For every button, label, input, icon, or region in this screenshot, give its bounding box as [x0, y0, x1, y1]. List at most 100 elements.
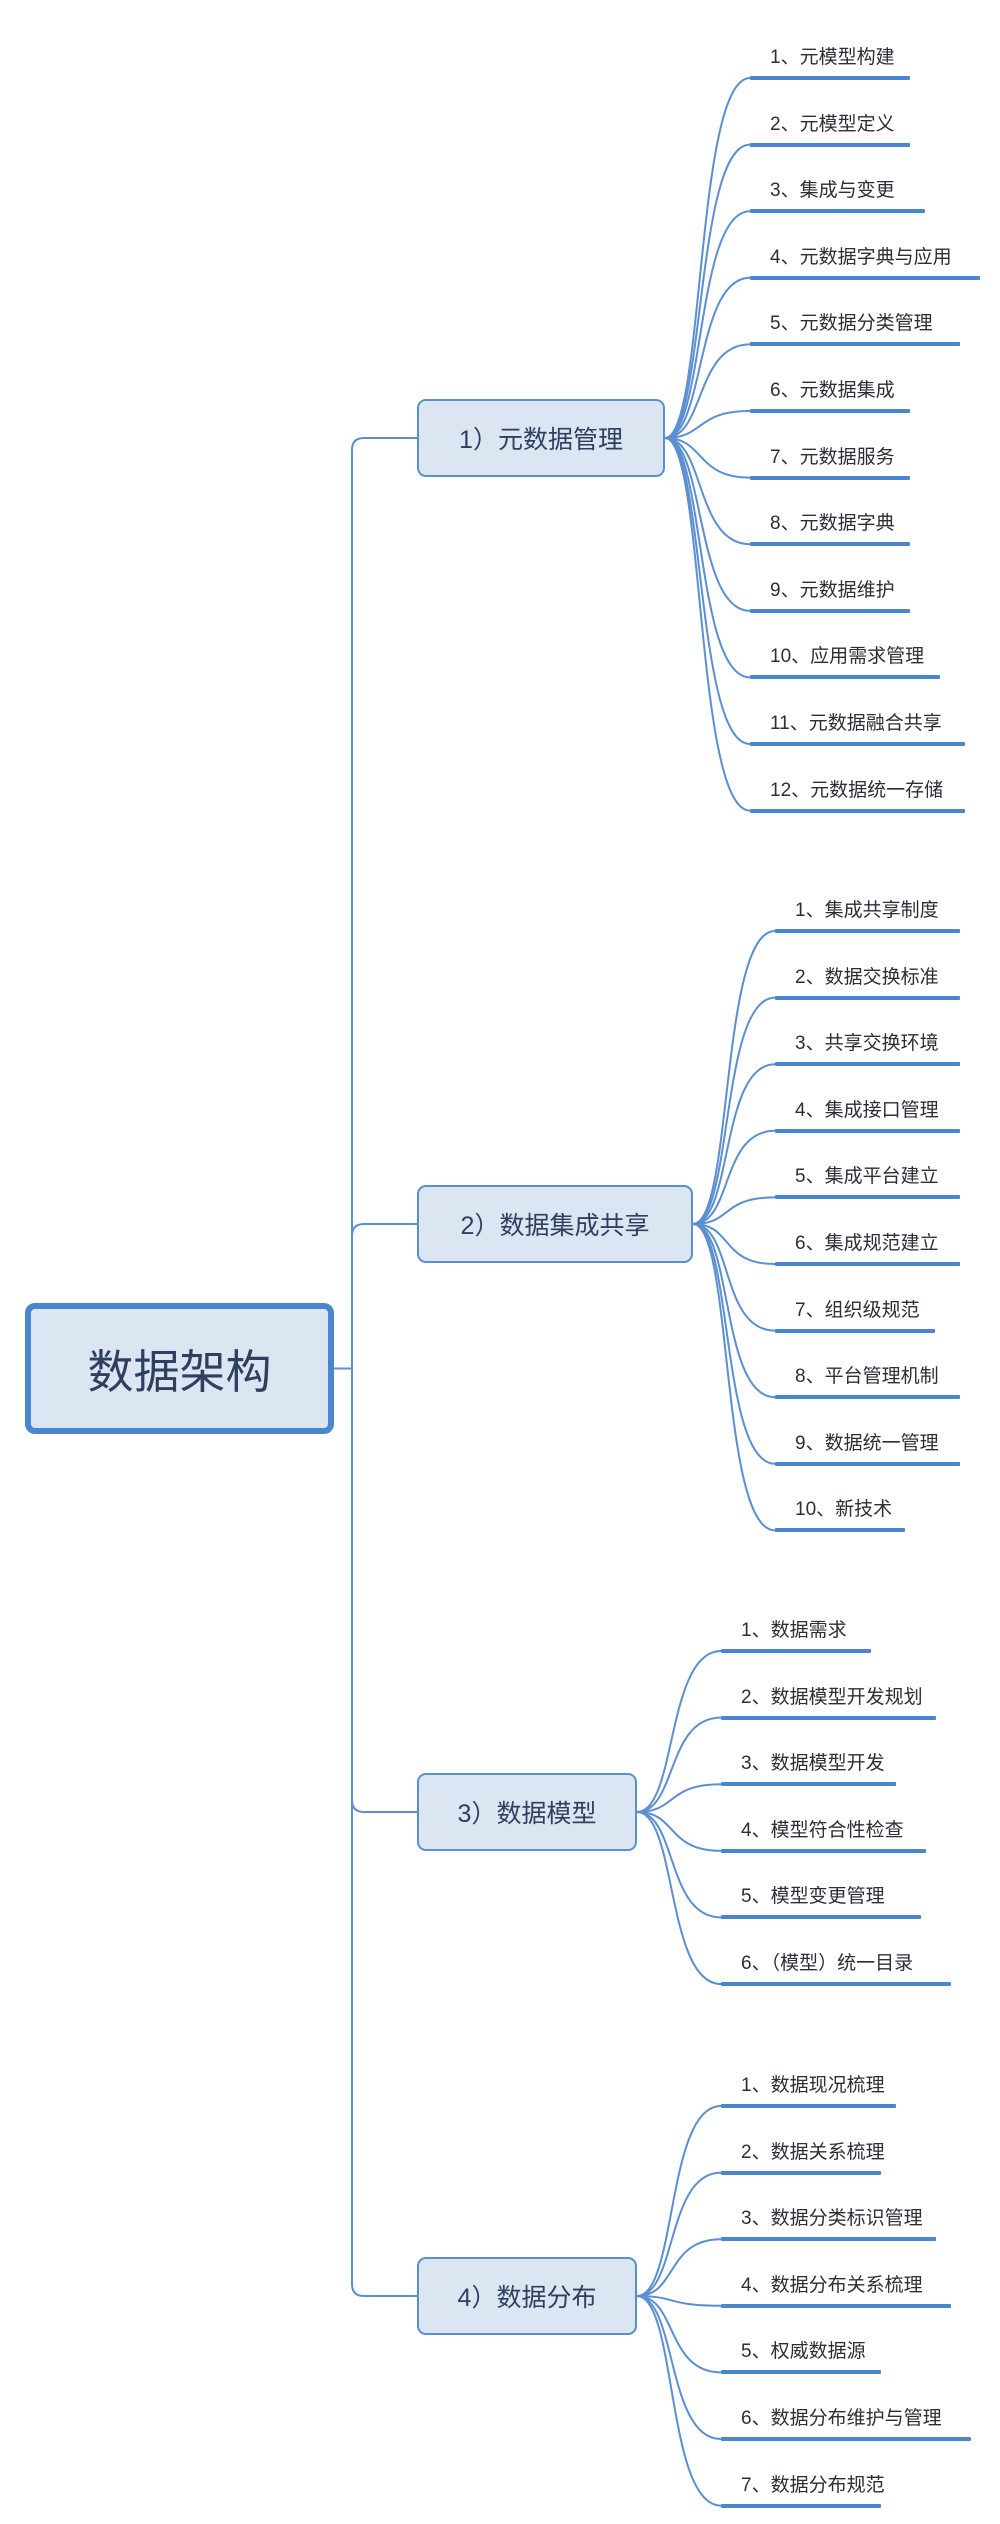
leaf-connector-2-10 — [692, 1223, 776, 1532]
leaf-connector-2-8 — [692, 1223, 776, 1399]
leaf-underline — [775, 1195, 960, 1200]
leaf-connector-2-7 — [692, 1223, 776, 1332]
branch-connector-1 — [351, 437, 417, 451]
leaf-underline — [721, 2170, 881, 2175]
leaf-item[interactable]: 10、应用需求管理 — [770, 646, 925, 668]
leaf-underline — [721, 1715, 936, 1720]
leaf-connector-2-9 — [692, 1223, 776, 1465]
leaf-item[interactable]: 4、元数据字典与应用 — [770, 246, 952, 268]
leaf-underline — [775, 1128, 960, 1133]
leaf-connector-4-1 — [636, 2105, 722, 2297]
leaf-item[interactable]: 2、数据模型开发规划 — [741, 1686, 923, 1708]
leaf-connector-1-4 — [664, 276, 751, 439]
leaf-connector-1-6 — [664, 410, 751, 439]
branch-connector-3 — [351, 1799, 417, 1813]
leaf-underline — [775, 929, 960, 933]
leaf-connector-4-5 — [636, 2295, 722, 2374]
leaf-connector-2-3 — [692, 1063, 776, 1225]
leaf-underline — [750, 542, 910, 547]
leaf-underline — [721, 1649, 871, 1653]
leaf-item[interactable]: 1、元模型构建 — [770, 47, 895, 68]
leaf-item[interactable]: 5、元数据分类管理 — [770, 313, 933, 335]
leaf-underline — [721, 1915, 921, 1920]
leaf-connector-1-12 — [664, 437, 751, 812]
leaf-underline — [750, 475, 910, 480]
leaf-underline — [750, 808, 965, 813]
leaf-item[interactable]: 2、数据关系梳理 — [741, 2141, 885, 2163]
leaf-connector-3-6 — [636, 1811, 722, 1985]
leaf-item[interactable]: 12、元数据统一存储 — [770, 779, 944, 801]
leaf-item[interactable]: 5、权威数据源 — [741, 2341, 866, 2363]
leaf-underline — [721, 2237, 936, 2242]
leaf-item[interactable]: 4、集成接口管理 — [795, 1099, 939, 1121]
leaf-underline — [775, 1328, 935, 1333]
leaf-item[interactable]: 1、集成共享制度 — [795, 900, 939, 921]
leaf-underline — [750, 209, 925, 214]
leaf-item[interactable]: 2、元模型定义 — [770, 113, 895, 135]
leaf-connector-2-1 — [692, 930, 776, 1225]
leaf-connector-1-5 — [664, 343, 751, 439]
leaf-connector-4-2 — [636, 2171, 722, 2297]
leaf-item[interactable]: 7、元数据服务 — [770, 446, 895, 468]
leaf-underline — [750, 409, 910, 413]
leaf-item[interactable]: 5、集成平台建立 — [795, 1166, 939, 1188]
leaf-item[interactable]: 6、数据分布维护与管理 — [741, 2408, 942, 2429]
leaf-item[interactable]: 10、新技术 — [795, 1499, 893, 1521]
leaf-underline — [750, 76, 910, 80]
branch-node-3[interactable]: 3）数据模型 — [417, 1773, 637, 1851]
leaf-underline — [775, 1461, 960, 1466]
leaf-underline — [750, 142, 910, 147]
leaf-item[interactable]: 9、元数据维护 — [770, 579, 895, 601]
leaf-underline — [721, 2437, 971, 2441]
branch-node-4[interactable]: 4）数据分布 — [417, 2257, 637, 2335]
leaf-connector-2-6 — [692, 1223, 776, 1265]
leaf-item[interactable]: 3、集成与变更 — [770, 180, 895, 202]
leaf-connector-2-4 — [692, 1129, 776, 1225]
leaf-item[interactable]: 2、数据交换标准 — [795, 966, 939, 988]
leaf-item[interactable]: 8、元数据字典 — [770, 513, 895, 535]
leaf-connector-3-3 — [636, 1783, 722, 1813]
leaf-item[interactable]: 4、数据分布关系梳理 — [741, 2274, 923, 2296]
root-node[interactable]: 数据架构 — [25, 1303, 334, 1434]
leaf-item[interactable]: 3、共享交换环境 — [795, 1033, 939, 1055]
leaf-connector-4-4 — [636, 2295, 722, 2307]
leaf-connector-3-5 — [636, 1811, 722, 1919]
leaf-item[interactable]: 1、数据需求 — [741, 1620, 847, 1641]
leaf-item[interactable]: 7、组织级规范 — [795, 1299, 920, 1321]
leaf-item[interactable]: 3、数据分类标识管理 — [741, 2208, 923, 2230]
branch-connector-4 — [351, 2283, 417, 2297]
leaf-underline — [775, 1395, 960, 1400]
leaf-underline — [721, 2104, 896, 2108]
leaf-underline — [750, 608, 910, 613]
leaf-underline — [750, 742, 965, 746]
leaf-item[interactable]: 3、数据模型开发 — [741, 1753, 885, 1775]
leaf-connector-1-10 — [664, 437, 751, 679]
branch-node-2[interactable]: 2）数据集成共享 — [417, 1185, 693, 1263]
leaf-item[interactable]: 7、数据分布规范 — [741, 2474, 885, 2496]
leaf-underline — [775, 1528, 905, 1533]
leaf-underline — [721, 2370, 881, 2375]
leaf-item[interactable]: 6、元数据集成 — [770, 380, 895, 401]
leaf-item[interactable]: 9、数据统一管理 — [795, 1432, 939, 1454]
leaf-connector-3-4 — [636, 1811, 722, 1852]
leaf-item[interactable]: 1、数据现况梳理 — [741, 2075, 885, 2096]
leaf-connector-4-7 — [636, 2295, 722, 2507]
leaf-underline — [721, 1982, 951, 1986]
leaf-underline — [750, 675, 940, 680]
leaf-underline — [721, 1782, 896, 1787]
leaf-connector-1-2 — [664, 143, 751, 439]
leaf-underline — [775, 1062, 960, 1067]
branch-node-1[interactable]: 1）元数据管理 — [417, 399, 665, 477]
leaf-underline — [775, 1262, 960, 1266]
leaf-connector-1-9 — [664, 437, 751, 612]
leaf-item[interactable]: 6、集成规范建立 — [795, 1233, 939, 1254]
leaf-item[interactable]: 11、元数据融合共享 — [770, 713, 942, 734]
leaf-underline — [721, 1848, 926, 1853]
leaf-underline — [750, 342, 960, 347]
leaf-item[interactable]: 8、平台管理机制 — [795, 1366, 939, 1388]
leaf-item[interactable]: 5、模型变更管理 — [741, 1886, 885, 1908]
leaf-connector-4-3 — [636, 2238, 722, 2297]
leaf-item[interactable]: 4、模型符合性检查 — [741, 1819, 904, 1841]
leaf-item[interactable]: 6、（模型）统一目录 — [741, 1953, 914, 1974]
